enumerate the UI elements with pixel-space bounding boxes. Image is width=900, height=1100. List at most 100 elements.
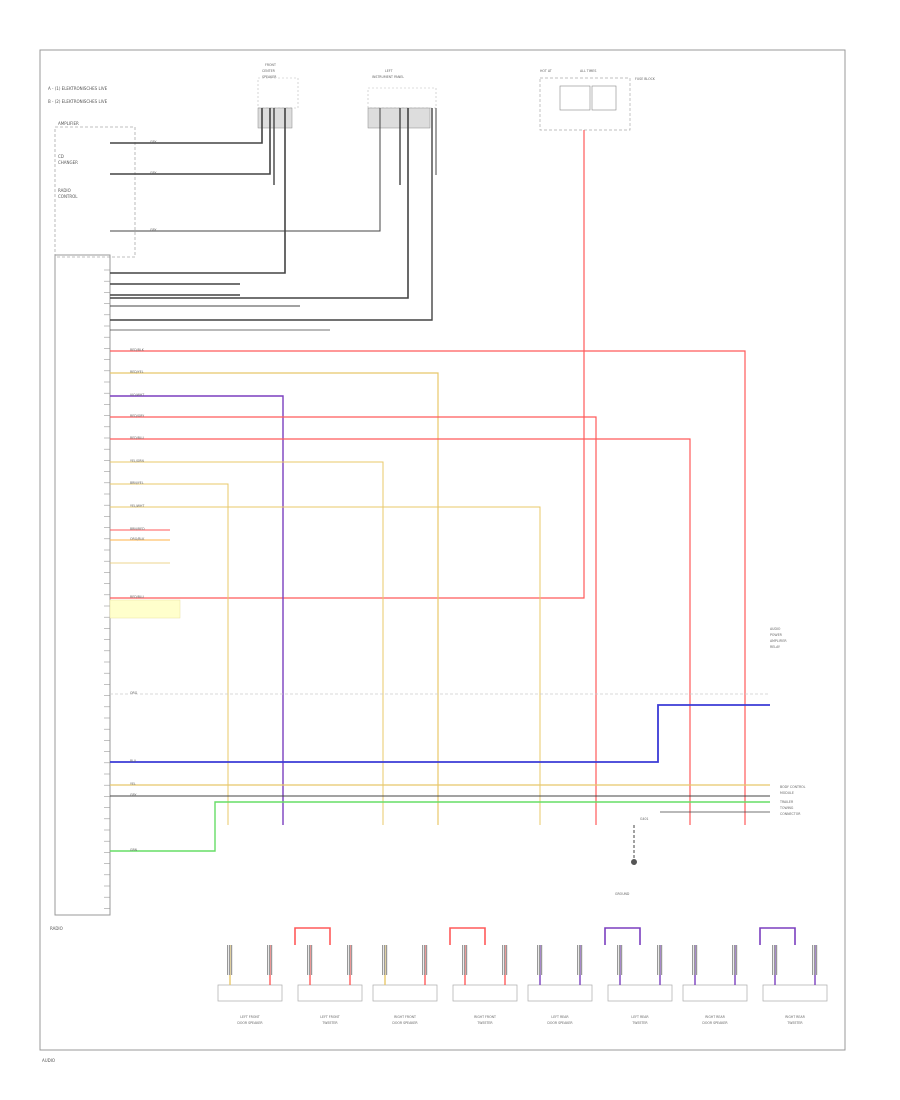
blue-wire <box>110 704 770 763</box>
yellow-wire-1 <box>110 372 439 825</box>
speaker-pin <box>736 945 738 975</box>
speaker-pin <box>537 945 539 975</box>
speaker-label: TWEETER <box>631 1021 648 1025</box>
pin-ticks <box>104 269 110 909</box>
svg-text:VIO/WHT: VIO/WHT <box>130 393 144 397</box>
svg-text:YEL: YEL <box>130 782 136 786</box>
grey-wire-2 <box>110 108 271 175</box>
speaker-body <box>452 984 518 1002</box>
svg-text:LEFT: LEFT <box>385 69 393 73</box>
speaker-pin <box>814 945 816 975</box>
svg-text:RELAY: RELAY <box>770 645 780 649</box>
svg-text:CONNECTOR: CONNECTOR <box>780 812 801 816</box>
speaker-pin <box>422 945 424 975</box>
speaker-pin <box>386 945 388 975</box>
svg-text:GRY: GRY <box>150 140 156 144</box>
speaker-pin <box>504 945 506 975</box>
svg-text:TRAILER: TRAILER <box>779 800 794 804</box>
speaker-8: RIGHT REAR TWEETER <box>762 945 828 1025</box>
svg-text:BODY CONTROL: BODY CONTROL <box>780 785 806 789</box>
svg-text:CENTER: CENTER <box>262 69 276 73</box>
speaker-body <box>762 984 828 1002</box>
speaker-pin <box>694 945 696 975</box>
speaker-pin <box>621 945 623 975</box>
speaker-6: LEFT REAR TWEETER <box>607 945 673 1025</box>
speaker-pin <box>772 945 774 975</box>
svg-text:ALL TIMES: ALL TIMES <box>580 69 596 73</box>
module-sub3: RADIO <box>58 188 71 193</box>
speaker-pin <box>617 945 619 975</box>
speaker-label: TWEETER <box>786 1021 803 1025</box>
radio-module-top <box>54 126 136 258</box>
grey-wire-3 <box>110 108 381 232</box>
violet-wire-1 <box>110 395 284 825</box>
speaker-pin <box>229 945 231 975</box>
svg-text:BLU: BLU <box>130 759 137 763</box>
speaker-label: TWEETER <box>321 1021 338 1025</box>
speaker-label: RIGHT FRONT <box>394 1015 416 1019</box>
right-labels: AUDIO POWER AMPLIFIER RELAY BODY CONTROL… <box>770 627 806 816</box>
speaker-pin <box>816 945 818 975</box>
speaker-pin <box>581 945 583 975</box>
speaker-pin <box>619 945 621 975</box>
speaker-pin <box>351 945 353 975</box>
speaker-body <box>682 984 748 1002</box>
speaker-label: RIGHT FRONT <box>474 1015 496 1019</box>
speaker-label: LEFT REAR <box>631 1015 649 1019</box>
speaker-pin <box>464 945 466 975</box>
svg-text:AUDIO: AUDIO <box>770 627 781 631</box>
grey-wire-1 <box>110 108 263 144</box>
speaker-pin <box>462 945 464 975</box>
svg-text:GRY: GRY <box>150 228 156 232</box>
speaker-pin <box>734 945 736 975</box>
speaker-body <box>372 984 438 1002</box>
speaker-pin <box>577 945 579 975</box>
svg-text:ORG/BLK: ORG/BLK <box>130 537 145 541</box>
svg-text:INSTRUMENT PANEL: INSTRUMENT PANEL <box>372 75 404 79</box>
speaker-label: DOOR SPEAKER <box>702 1021 728 1025</box>
red-wire-2 <box>110 416 597 825</box>
wire-labels: GRY GRY GRY RED/BLK RED/YEL VIO/WHT RED/… <box>130 140 156 852</box>
module-title: AMPLIFIER <box>58 121 79 126</box>
speaker-body <box>217 984 283 1002</box>
speaker-pin <box>776 945 778 975</box>
speaker-4: RIGHT FRONT TWEETER <box>452 945 518 1025</box>
speaker-pin <box>661 945 663 975</box>
speaker-pin <box>424 945 426 975</box>
speaker-pin <box>812 945 814 975</box>
radio-module-body <box>54 254 111 916</box>
module-footer: RADIO <box>50 926 63 931</box>
speaker-pin <box>466 945 468 975</box>
speaker-label: DOOR SPEAKER <box>547 1021 573 1025</box>
speaker-body <box>297 984 363 1002</box>
ground-point: G401 GROUND <box>615 817 649 896</box>
yellow-wire-4 <box>110 506 541 825</box>
speaker-label: TWEETER <box>476 1021 493 1025</box>
speaker-pin <box>382 945 384 975</box>
speaker-label: RIGHT REAR <box>785 1015 805 1019</box>
yellow-wire-2 <box>110 461 384 825</box>
legend: A - (1) ELEKTRONISCHES LIVE B - (2) ELEK… <box>48 86 108 104</box>
module-sub4: CONTROL <box>58 194 78 199</box>
speaker-pin <box>311 945 313 975</box>
module-sub2: CHANGER <box>58 160 78 165</box>
svg-text:GRN: GRN <box>130 848 138 852</box>
green-wire <box>110 801 770 852</box>
speaker-pin <box>384 945 386 975</box>
speaker-pin <box>271 945 273 975</box>
svg-text:RED/BLK: RED/BLK <box>130 348 145 352</box>
front-center-connector: FRONT CENTER SPEAKER <box>257 63 299 129</box>
svg-text:GROUND: GROUND <box>615 892 630 896</box>
legend-item-b: B - (2) ELEKTRONISCHES LIVE <box>48 99 108 104</box>
radio-module: AMPLIFIER CD CHANGER RADIO CONTROL RADIO <box>50 121 136 931</box>
instrument-panel-connector: LEFT INSTRUMENT PANEL <box>367 69 437 129</box>
speaker-pin <box>267 945 269 975</box>
grey-wire-4 <box>110 108 286 274</box>
red-wire-1 <box>110 350 746 825</box>
tweeter-loop-4 <box>759 927 796 945</box>
footer-note: AUDIO <box>42 1058 55 1063</box>
speaker-pin <box>732 945 734 975</box>
